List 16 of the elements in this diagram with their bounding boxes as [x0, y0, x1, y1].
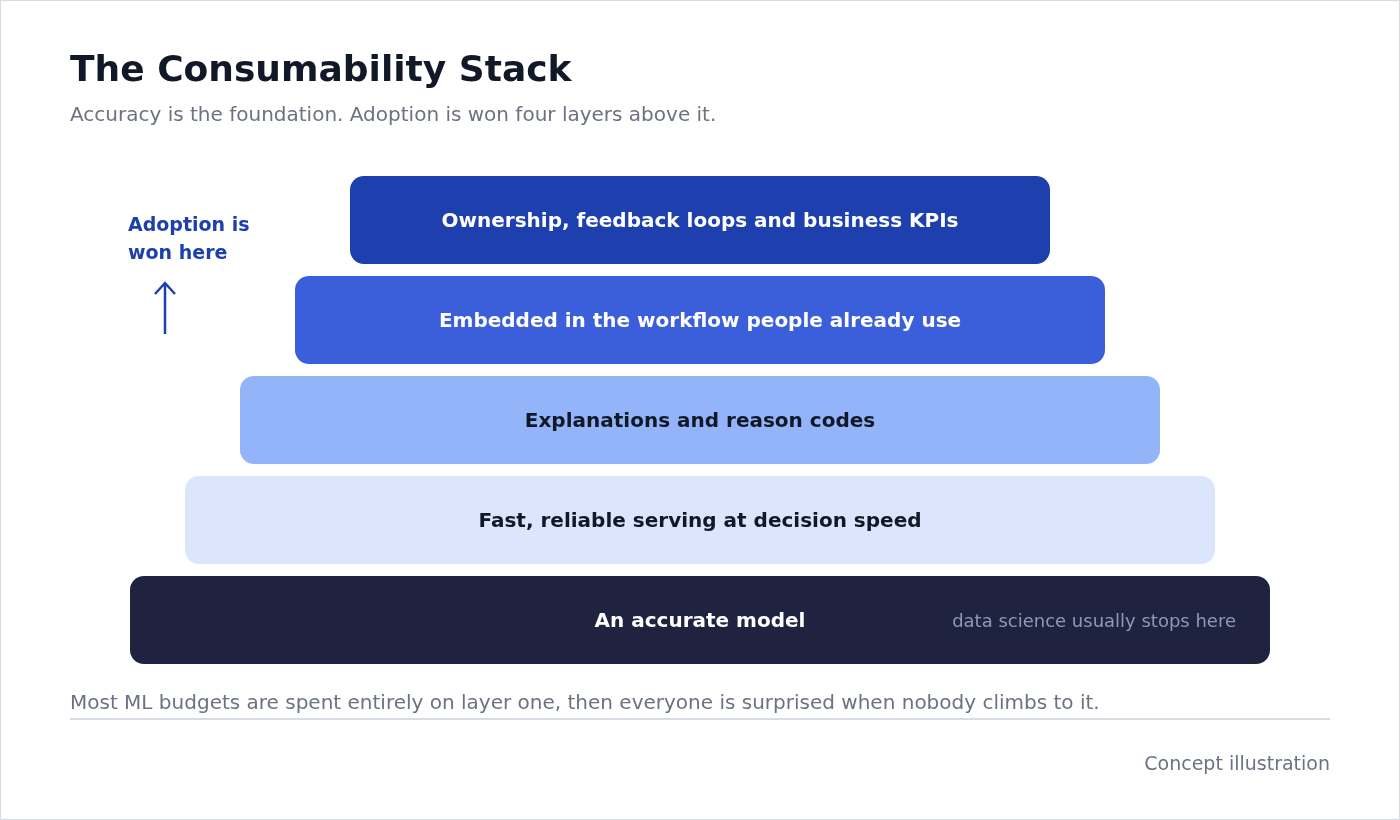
side-note: data science usually stops here	[952, 609, 1236, 631]
footer-text: Concept illustration	[1144, 752, 1330, 774]
layer-label: Embedded in the workflow people already use	[438, 308, 962, 332]
title: The Consumability Stack	[70, 48, 572, 89]
layer-label: An accurate model	[594, 608, 806, 632]
layer-label: Explanations and reason codes	[524, 408, 876, 432]
footnote: Most ML budgets are spent entirely on layer one, then everyone is surprised when nobody climbs to it.	[70, 690, 1100, 714]
stack-layer	[350, 176, 1050, 264]
stack-layer	[185, 476, 1215, 564]
stack-layer	[240, 376, 1160, 464]
layer-label: Ownership, feedback loops and business KPIs	[441, 208, 959, 232]
side-label: Adoption is won here	[128, 212, 251, 265]
subtitle: Accuracy is the foundation. Adoption is won four layers above it.	[70, 102, 717, 126]
stack-layer	[130, 576, 1270, 664]
layer-label: Fast, reliable serving at decision speed	[478, 508, 922, 532]
stack-layer	[295, 276, 1105, 364]
